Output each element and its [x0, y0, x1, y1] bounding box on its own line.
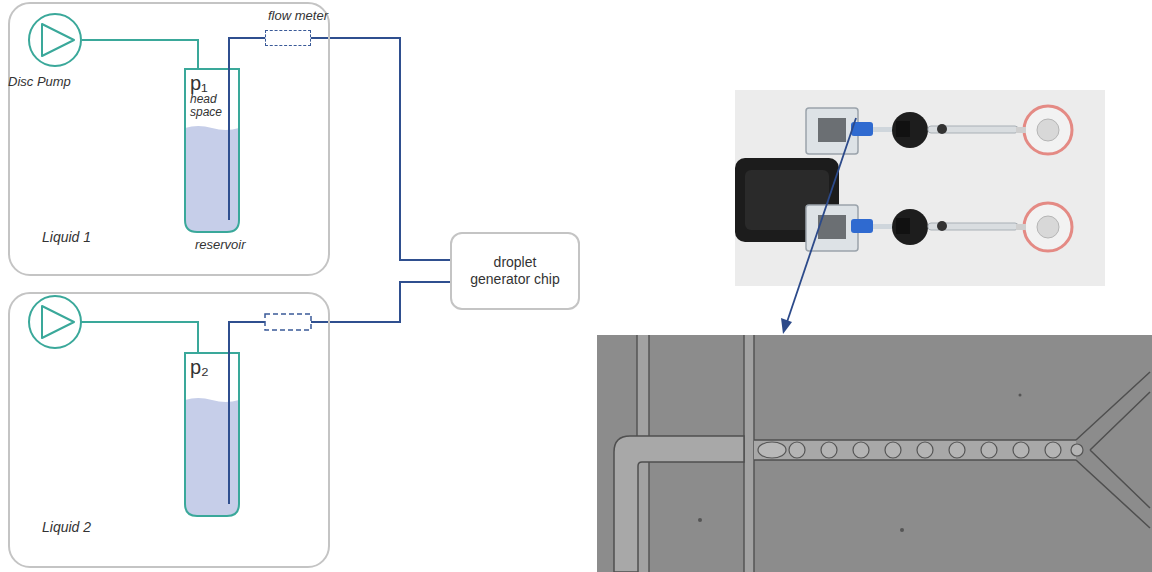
node-label: Liquid 1 [42, 230, 91, 245]
node-label: flow meter [268, 9, 328, 23]
pointer-arrow [781, 118, 856, 334]
air-line [81, 322, 198, 352]
node-label: p₁ [190, 72, 208, 94]
chip-label: droplet generator chip [457, 250, 573, 292]
reservoir-vessel: p₁head spacereservoir [183, 68, 241, 234]
flow-meter-symbol [265, 314, 311, 330]
tube-connector [229, 38, 265, 68]
reservoir-vessel: p₂ [183, 352, 241, 518]
node-label: Liquid 2 [42, 520, 91, 535]
pump-symbol [29, 296, 81, 348]
setup-photo [735, 90, 1105, 286]
pump-symbol [28, 13, 82, 67]
microscope-image [597, 335, 1152, 572]
liquid-panel: Liquid 1p₁head spacereservoirflow meterD… [8, 2, 330, 276]
tube-connector [82, 40, 198, 68]
tube-connector [311, 38, 450, 260]
flow-meter: flow meter [265, 30, 311, 46]
chip-box: droplet generator chip [450, 232, 580, 310]
node-label: p₂ [190, 356, 209, 378]
node-label: head space [190, 93, 226, 119]
node-label: reservoir [195, 238, 246, 252]
liquid-panel: Liquid 2 p₂ [8, 292, 330, 568]
node-label: Disc Pump [8, 75, 71, 89]
disc-pump: Disc Pump [28, 13, 82, 67]
